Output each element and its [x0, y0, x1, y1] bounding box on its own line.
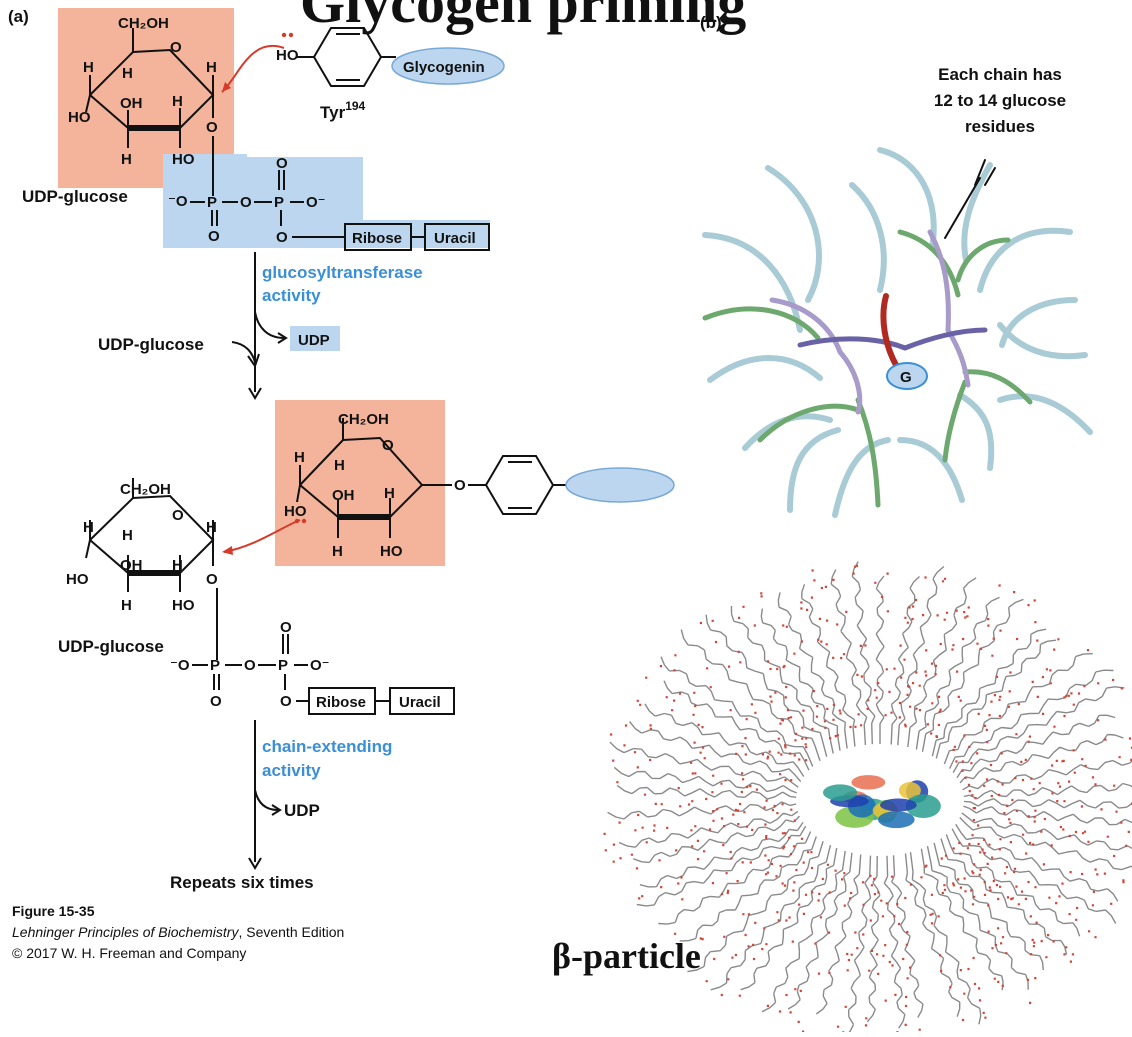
- svg-text:HO: HO: [66, 571, 89, 588]
- chain-note-line3: residues: [965, 117, 1035, 136]
- step2-product: UDP: [284, 801, 320, 820]
- primer-chain: [883, 296, 896, 365]
- svg-text:H: H: [83, 519, 94, 536]
- protein-core-render: [880, 798, 917, 811]
- svg-text:H: H: [332, 543, 343, 560]
- svg-text:CH₂OH: CH₂OH: [120, 481, 171, 498]
- svg-text:O: O: [172, 507, 184, 524]
- svg-text:O: O: [240, 194, 252, 211]
- glycogenin-label: Glycogenin: [403, 59, 485, 76]
- primed-glycogenin: CH₂OH O H H OH H HO H HO O: [275, 400, 674, 566]
- svg-text:OH: OH: [120, 557, 143, 574]
- ribose-box-top: Ribose: [352, 230, 402, 247]
- svg-text:HO: HO: [68, 109, 91, 126]
- repeat-label: Repeats six times: [170, 873, 314, 892]
- svg-text:O: O: [170, 39, 182, 56]
- svg-text:CH₂OH: CH₂OH: [118, 15, 169, 32]
- step1-product: UDP: [298, 332, 330, 349]
- svg-text:HO: HO: [172, 151, 195, 168]
- step1-enzyme-line1: glucosyltransferase: [262, 263, 423, 282]
- svg-text:P: P: [274, 194, 284, 211]
- ribose-box-middle: Ribose: [316, 694, 366, 711]
- svg-text:O: O: [206, 571, 218, 588]
- svg-text:⁻O: ⁻O: [168, 193, 188, 210]
- svg-text:H: H: [121, 597, 132, 614]
- svg-text:OH: OH: [332, 487, 355, 504]
- middle-chains: [705, 232, 1030, 505]
- glycogenin-oval-2: [566, 468, 674, 502]
- title-fragment: Glycogen priming: [300, 0, 746, 35]
- svg-text:O: O: [210, 693, 222, 710]
- figure-caption: Figure 15-35 Lehninger Principles of Bio…: [12, 903, 344, 961]
- udp-glucose-label-top: UDP-glucose: [22, 187, 128, 206]
- udp-glucose-label-middle: UDP-glucose: [58, 637, 164, 656]
- svg-text:H: H: [122, 527, 133, 544]
- svg-text:O: O: [382, 437, 394, 454]
- protein-core-render: [823, 784, 857, 800]
- step2-reaction: chain-extending activity UDP Repeats six…: [170, 720, 392, 892]
- svg-text:O⁻: O⁻: [306, 194, 326, 211]
- panel-label-a: (a): [8, 7, 29, 26]
- svg-text:P: P: [207, 194, 217, 211]
- svg-text:H: H: [294, 449, 305, 466]
- svg-text:H: H: [384, 485, 395, 502]
- book-credit: Lehninger Principles of Biochemistry, Se…: [12, 924, 344, 940]
- step2-enzyme-line2: activity: [262, 761, 321, 780]
- top-udp-glucose: CH₂OH O H H H OH H HO H HO O ⁻O P O O P …: [22, 8, 490, 250]
- chain-note-line1: Each chain has: [938, 65, 1062, 84]
- copyright: © 2017 W. H. Freeman and Company: [12, 945, 246, 961]
- svg-text:⁻O: ⁻O: [170, 657, 190, 674]
- svg-text:CH₂OH: CH₂OH: [338, 411, 389, 428]
- step1-substrate: UDP-glucose: [98, 335, 204, 354]
- protein-core-render: [851, 775, 885, 789]
- tyr-hydroxyl: HO: [276, 47, 299, 64]
- chain-note-line2: 12 to 14 glucose: [934, 91, 1066, 110]
- svg-text:H: H: [121, 151, 132, 168]
- svg-text:H: H: [172, 557, 183, 574]
- svg-text:O: O: [276, 155, 288, 172]
- outer-chains: [705, 150, 1090, 515]
- svg-text:HO: HO: [380, 543, 403, 560]
- step1-enzyme-line2: activity: [262, 286, 321, 305]
- svg-text:P: P: [210, 657, 220, 674]
- uracil-box-top: Uracil: [434, 230, 476, 247]
- svg-text:H: H: [83, 59, 94, 76]
- svg-text:O: O: [244, 657, 256, 674]
- glycogenin-core-label: G: [900, 369, 912, 386]
- svg-text:O: O: [208, 228, 220, 245]
- panel-label-b: (b): [700, 13, 722, 32]
- svg-text:O: O: [280, 619, 292, 636]
- svg-text:H: H: [172, 93, 183, 110]
- svg-text:H: H: [206, 59, 217, 76]
- svg-text:O⁻: O⁻: [310, 657, 330, 674]
- svg-text:H: H: [334, 457, 345, 474]
- svg-text:HO: HO: [284, 503, 307, 520]
- figure-number: Figure 15-35: [12, 903, 95, 919]
- svg-text:O: O: [276, 229, 288, 246]
- svg-text:H: H: [122, 65, 133, 82]
- svg-text:O: O: [206, 119, 218, 136]
- beta-particle-label: β-particle: [552, 936, 701, 976]
- svg-text:OH: OH: [120, 95, 143, 112]
- glycogen-branch-diagram: G: [705, 150, 1090, 515]
- step1-reaction: glucosyltransferase activity UDP UDP-glu…: [98, 252, 423, 398]
- tyr-label: Tyr194: [320, 99, 366, 122]
- step2-enzyme-line1: chain-extending: [262, 737, 392, 756]
- glycogenin-tyrosine: HO Glycogenin Tyr194: [222, 28, 504, 122]
- svg-text:HO: HO: [172, 597, 195, 614]
- svg-text:H: H: [206, 519, 217, 536]
- uracil-box-middle: Uracil: [399, 694, 441, 711]
- svg-text:P: P: [278, 657, 288, 674]
- protein-core-render: [878, 811, 915, 828]
- svg-text:O: O: [454, 477, 466, 494]
- svg-text:O: O: [280, 693, 292, 710]
